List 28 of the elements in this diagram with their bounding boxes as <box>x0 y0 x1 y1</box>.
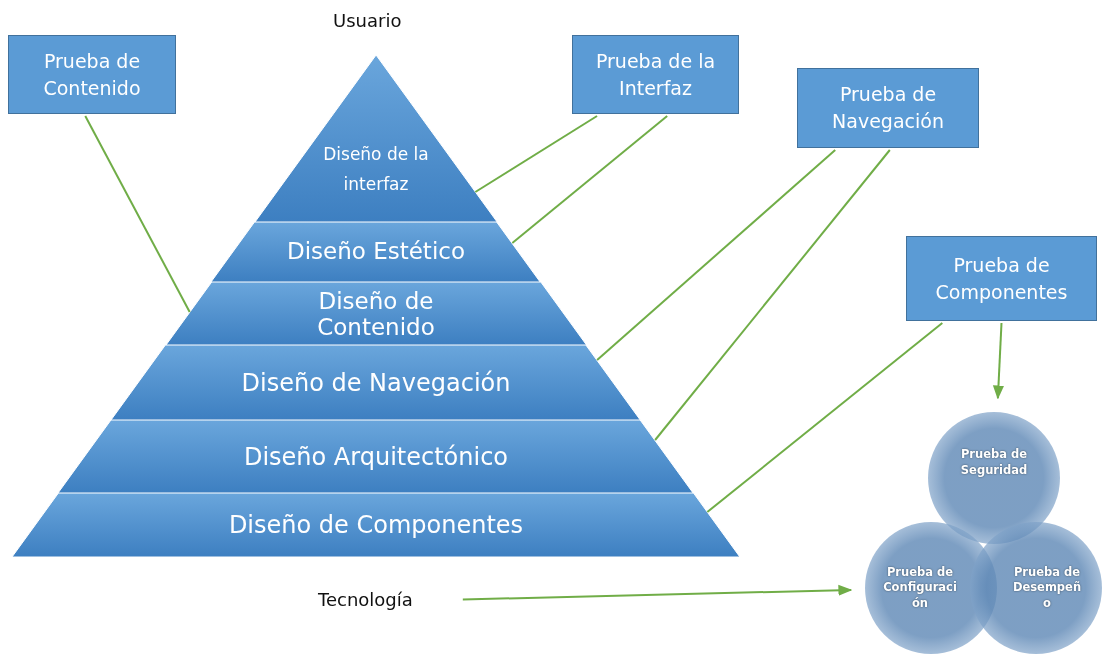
test-box: Prueba de Componentes <box>906 236 1097 321</box>
connector-line <box>654 149 891 441</box>
layer-label: Diseño Arquitectónico <box>242 442 510 471</box>
pyramid-layer <box>58 420 694 493</box>
arrow <box>992 322 1005 400</box>
layer-label: Diseño de Navegación <box>240 368 512 397</box>
layer-label: Diseño Estético <box>286 238 466 266</box>
test-box: Prueba de la Interfaz <box>572 35 739 114</box>
connector-line <box>706 322 944 513</box>
connector-line <box>511 115 669 244</box>
layer-label: Diseño de la interfaz <box>322 143 430 196</box>
arrow <box>461 584 853 601</box>
layer-label: Diseño de Componentes <box>227 510 525 540</box>
connector-line <box>474 115 599 193</box>
pyramid-layer <box>165 282 587 345</box>
layer-label: Diseño de Contenido <box>316 287 436 340</box>
circle-label: Prueba de Seguridad <box>959 447 1029 479</box>
pyramid-layer <box>211 222 541 282</box>
circle-label: Prueba de Configuración <box>883 564 957 612</box>
pyramid-layer <box>111 345 641 420</box>
layer-caption: Tecnología <box>318 589 413 610</box>
layer-caption: Usuario <box>333 10 402 31</box>
test-box: Prueba de Navegación <box>797 68 979 148</box>
circle-label: Prueba de Desempeño <box>1011 564 1083 612</box>
connector-line <box>596 149 837 361</box>
connector-line <box>84 115 191 313</box>
test-box: Prueba de Contenido <box>8 35 176 114</box>
pyramid-layer <box>12 493 740 557</box>
